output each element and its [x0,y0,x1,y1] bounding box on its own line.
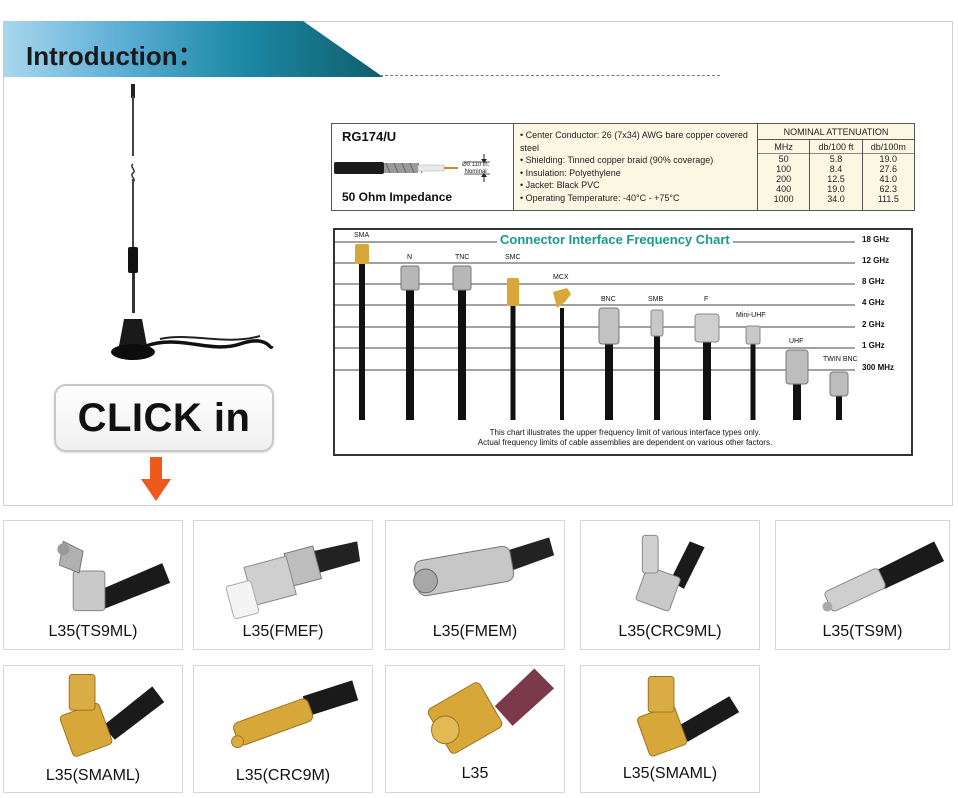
magnetic-antenna-image [111,84,274,360]
attenuation-column: db/100m 19.0 27.6 41.0 62.3 111.5 [862,140,914,210]
sma-right-angle-connector-image [59,673,165,757]
click-in-button[interactable]: CLICK in [54,384,274,452]
frequency-tick: 4 GHz [862,298,885,307]
cable-features-list: Center Conductor: 26 (7x34) AWG bare cop… [514,124,758,210]
crc9-right-angle-connector-image [635,534,705,612]
cable-dimension: Ø0.110 in. Nominal [462,162,490,175]
crc9-straight-connector-image [231,680,359,749]
frequency-tick: 18 GHz [862,235,890,244]
frequency-chart-title: Connector Interface Frequency Chart [497,232,733,247]
product-card[interactable]: L35(FMEF) [193,520,373,650]
frequency-tick: 2 GHz [862,320,885,329]
click-in-label: CLICK in [77,395,251,440]
product-card[interactable]: L35(FMEM) [385,520,565,650]
connector-label: SMA [354,232,370,239]
connector-label: SMC [505,254,521,261]
connector-label: TWIN BNC [823,356,858,363]
connector-label: SMB [648,296,664,303]
frequency-chart: Connector Interface Frequency Chart 18 G… [333,228,913,456]
product-label: L35(SMAML) [45,767,141,784]
column-header: db/100m [862,140,914,154]
fme-female-connector-image [225,541,361,620]
frequency-tick: 12 GHz [862,256,890,265]
cable-model: RG174/U [342,129,397,144]
product-card[interactable]: L35(CRC9ML) [580,520,760,650]
connector-label: MCX [553,274,569,281]
connector-label: TNC [455,254,470,261]
product-label: L35 [461,765,489,782]
frequency-tick: 8 GHz [862,277,885,286]
frequency-chart-graphic [335,241,855,420]
product-label: L35(CRC9ML) [618,623,722,640]
feature-item: Operating Temperature: -40°C - +75°C [520,192,751,205]
cable-impedance: 50 Ohm Impedance [342,190,453,204]
product-label: L35(TS9M) [822,623,903,640]
product-label: L35(FMEM) [432,623,518,640]
connector-label: UHF [789,338,804,345]
cable-spec-table: RG174/U Ø0.110 in. Nominal 50 Ohm Impeda… [331,123,915,211]
column-header: db/100 ft [810,140,862,154]
product-label: L35(CRC9M) [235,767,331,784]
cable-spec-cell: RG174/U Ø0.110 in. Nominal 50 Ohm Impeda… [332,124,514,210]
frequency-tick: 300 MHz [862,363,895,372]
attenuation-column: MHz 50 100 200 400 1000 [758,140,811,210]
product-card[interactable]: L35(CRC9M) [193,665,373,793]
ts9-right-angle-connector-image [57,540,171,612]
connector-label: F [704,296,709,303]
page-title: Introduction： [26,41,204,71]
product-label: L35(SMAML) [622,765,718,782]
product-card[interactable]: L35(SMAML) [3,665,183,793]
coax-cable-diagram [334,154,490,182]
feature-item: Insulation: Polyethylene [520,167,751,180]
arrow-down-icon [141,457,171,501]
connector-label: BNC [601,296,616,303]
ts9-straight-connector-image [822,541,945,612]
connector-label: N [407,254,413,261]
sma-right-angle-connector-image [637,675,740,757]
feature-item: Center Conductor: 26 (7x34) AWG bare cop… [520,129,751,154]
fme-male-connector-image [413,537,555,597]
product-card[interactable]: L35 [385,665,565,793]
header-divider [380,75,720,76]
product-card[interactable]: L35(TS9ML) [3,520,183,650]
attenuation-title: NOMINAL ATTENUATION [758,124,914,140]
product-card[interactable]: L35(TS9M) [775,520,950,650]
frequency-tick: 1 GHz [862,341,885,350]
product-label: L35(TS9ML) [48,623,138,640]
product-card[interactable]: L35(SMAML) [580,665,760,793]
connector-label: Mini-UHF [736,312,766,319]
column-header: MHz [758,140,810,154]
feature-item: Shielding: Tinned copper braid (90% cove… [520,154,751,167]
frequency-chart-note: This chart illustrates the upper frequen… [477,428,773,447]
feature-item: Jacket: Black PVC [520,179,751,192]
attenuation-column: db/100 ft 5.8 8.4 12.5 19.0 34.0 [810,140,863,210]
sma-straight-connector-image [427,668,555,754]
attenuation-table: NOMINAL ATTENUATION MHz 50 100 200 400 1… [758,124,914,210]
product-label: L35(FMEF) [242,623,324,640]
